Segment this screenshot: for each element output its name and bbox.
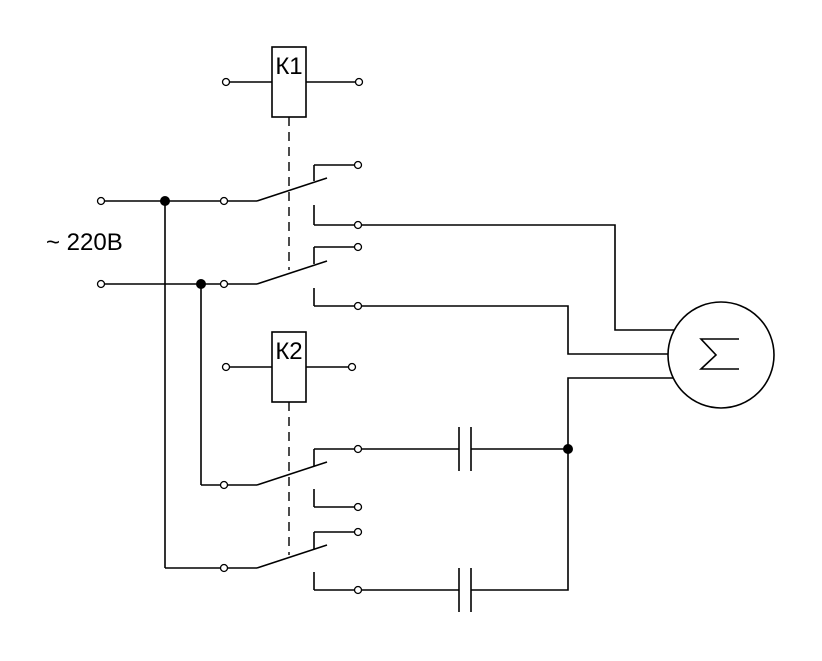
supply-line-2 (96, 279, 222, 486)
k2-coil-terminal-left (221, 362, 231, 372)
motor-wiring (362, 224, 676, 449)
k1-coil-terminal-right (354, 77, 364, 87)
supply-terminal-2 (96, 279, 106, 289)
k2-contact-a (219, 444, 363, 512)
junction-node-3 (563, 444, 573, 454)
relay-k1-label: К1 (275, 53, 302, 80)
k1-contact-a (219, 160, 363, 230)
k2-contact-b (219, 527, 363, 595)
capacitor-2 (362, 449, 569, 612)
relay-k1-coil: К1 (221, 46, 364, 118)
junction-node-1 (160, 196, 170, 206)
junction-node-2 (196, 279, 206, 289)
relay-k2-label: К2 (275, 338, 302, 365)
capacitor-1 (362, 427, 568, 471)
motor-symbol-icon (698, 338, 739, 370)
relay-k2-coil: К2 (221, 331, 357, 403)
supply-terminal-1 (96, 196, 106, 206)
supply-line-1 (96, 196, 222, 569)
k1-coil-terminal-left (221, 77, 231, 87)
k2-coil-terminal-right (347, 362, 357, 372)
motor (667, 301, 775, 409)
supply-voltage-label: ~ 220В (46, 229, 123, 256)
k1-contact-b (219, 242, 363, 311)
